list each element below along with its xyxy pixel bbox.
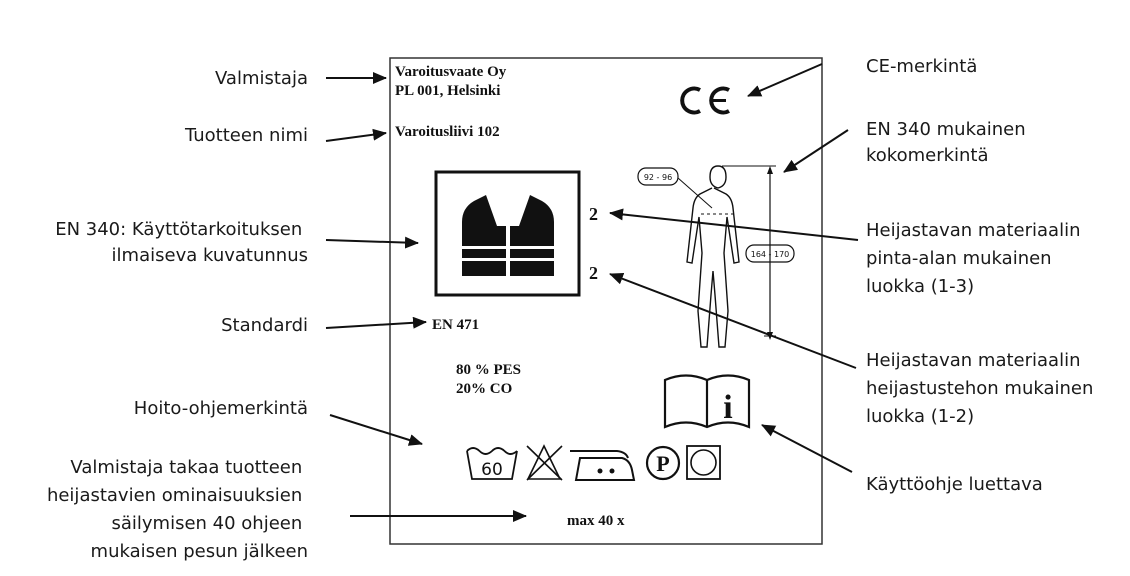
arrow-performance-class: [609, 273, 857, 369]
label-standard: EN 471: [432, 317, 479, 333]
label-product: Varoitusliivi 102: [395, 124, 500, 140]
callout-ce-marking: CE-merkintä: [866, 56, 977, 77]
arrow-area-class: [609, 208, 859, 241]
vest-icon: [434, 170, 581, 297]
label-class-performance: 2: [589, 263, 598, 283]
label-class-area: 2: [589, 204, 598, 224]
svg-text:P: P: [656, 451, 669, 476]
label-frame: [389, 57, 823, 545]
callout-area-class: Heijastavan materiaalin pinta-alan mukai…: [866, 220, 1086, 297]
svg-text:92 - 96: 92 - 96: [644, 173, 672, 182]
label-max-wash: max 40 x: [567, 513, 625, 529]
callout-care-marking: Hoito-ohjemerkintä: [134, 398, 308, 419]
label-material: 80 % PES 20% CO: [456, 362, 525, 397]
svg-text:60: 60: [481, 460, 503, 480]
svg-text:i: i: [723, 389, 732, 426]
arrow-product-name: [325, 128, 387, 142]
callout-standard: Standardi: [221, 315, 308, 336]
callout-performance-class: Heijastavan materiaalin heijastustehon m…: [866, 350, 1099, 427]
callout-product-name: Tuotteen nimi: [184, 125, 308, 146]
label-manufacturer: Varoitusvaate Oy PL 001, Helsinki: [395, 64, 510, 99]
arrow-care-marking: [329, 414, 423, 446]
wash-60-icon: 60: [466, 447, 518, 480]
arrow-size-marking: [783, 129, 849, 173]
dry-clean-p-icon: P: [645, 445, 681, 481]
iron-icon: [570, 450, 636, 481]
body-size-icon: 92 - 96 164 - 170: [637, 165, 795, 348]
no-tumble-dry-icon: [686, 445, 721, 480]
no-bleach-icon: [526, 444, 563, 481]
callout-instructions: Käyttöohje luettava: [866, 474, 1043, 495]
callout-pictogram: EN 340: Käyttötarkoituksen ilmaiseva kuv…: [55, 219, 308, 266]
arrow-ce: [747, 63, 823, 97]
arrow-standard: [325, 316, 427, 329]
info-book-icon: i: [663, 374, 751, 429]
svg-text:164 - 170: 164 - 170: [751, 250, 790, 259]
ce-mark-icon: [680, 86, 730, 115]
callout-manufacturer: Valmistaja: [215, 68, 308, 89]
arrow-pictogram: [325, 236, 419, 249]
callout-guarantee: Valmistaja takaa tuotteen heijastavien o…: [47, 457, 308, 562]
arrow-instructions: [761, 424, 853, 473]
callout-size-marking: EN 340 mukainen kokomerkintä: [866, 119, 1031, 166]
